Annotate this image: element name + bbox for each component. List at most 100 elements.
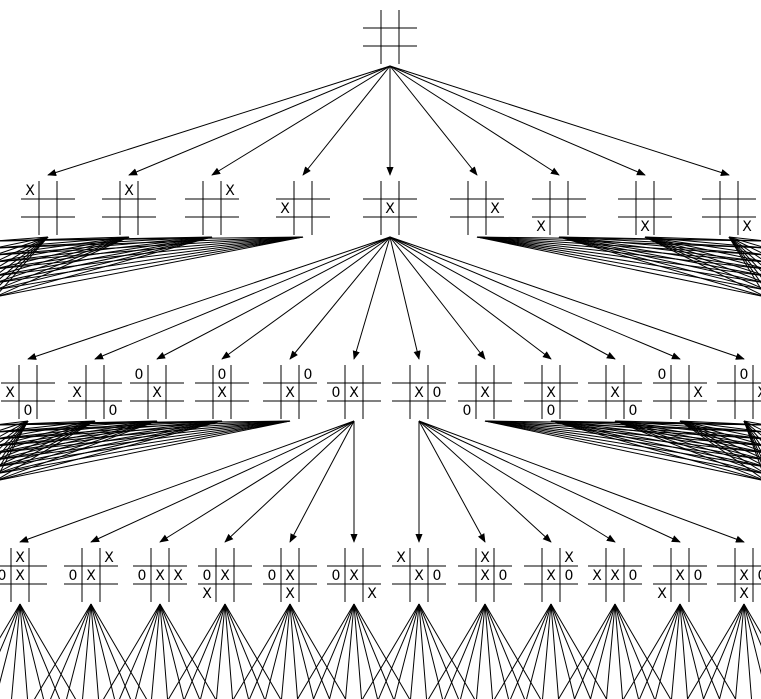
tree-edge-truncated [378,603,420,699]
tree-edge-truncated [0,236,304,290]
tree-edge-truncated [476,236,761,263]
tree-edge-truncated [526,603,552,699]
tree-edge-truncated [728,236,761,266]
tree-edge-truncated [484,420,761,467]
tree-edge-truncated [0,420,29,431]
board-mark: X [25,183,35,199]
tree-edge-truncated [296,603,355,699]
board-mark: X [536,219,546,235]
tree-edge-truncated [0,236,304,276]
tree-edge-truncated [0,603,21,653]
board-L1-5: X [450,181,504,235]
tree-edge-truncated [743,420,761,436]
tree-edge-truncated [679,420,761,479]
tree-edge-truncated [0,420,158,439]
board-mark: X [124,183,134,199]
tree-edge-truncated [728,236,761,278]
tree-edge-truncated [574,603,616,699]
tree-boards: XXXXXXXXXX0X00X0X0X0XX0X0X0X00X0XX0XX0X0… [0,10,761,602]
board-L0-0 [363,10,417,64]
tree-edge-truncated [265,603,291,699]
tree-edge-truncated [329,603,355,699]
board-mark: X [396,550,406,566]
tree-edge-truncated [289,603,315,699]
tree-edge-truncated [484,420,761,460]
board-mark: X [86,568,96,584]
tree-edge-arrow [389,65,730,176]
board-mark: 0 [268,568,277,584]
board-mark: 0 [499,568,508,584]
tree-edge-truncated [0,420,291,453]
board-L1-3: X [276,181,330,235]
tree-edge-arrow [156,236,391,360]
tree-edge-arrow [289,236,391,360]
board-L2-8: X0 [524,365,578,419]
tree-edge-truncated [50,603,92,699]
board-L1-2: X [185,181,239,235]
tree-edge-truncated [493,603,552,699]
tree-edge-truncated [614,420,761,466]
board-L2-9: X0 [588,365,642,419]
tree-edge-truncated [19,603,29,699]
board-mark: X [640,219,650,235]
board-mark: X [173,568,183,584]
tree-edge-truncated [0,236,304,283]
tree-edge-truncated [644,236,761,242]
tree-edge-arrow [389,65,478,176]
board-mark: X [349,385,359,401]
tree-edge-arrow [302,65,391,176]
tree-edge-truncated [0,420,291,460]
board-mark: X [385,201,395,217]
board-mark: X [546,385,556,401]
tree-edge-truncated [0,420,291,426]
board-L2-1: X0 [68,365,122,419]
board-L2-3: 0X [195,365,249,419]
board-mark: 0 [203,568,212,584]
board-mark: X [490,201,500,217]
tree-edge-truncated [0,603,21,684]
tree-edge-truncated [484,420,761,481]
tree-edge-truncated [0,236,304,242]
board-mark: X [480,550,490,566]
tree-edge-truncated [679,603,705,699]
tree-edge-truncated [216,603,226,699]
tree-edge-truncated [484,603,494,699]
board-mark: 0 [547,403,556,419]
board-mark: X [155,568,165,584]
tree-edge-truncated [743,603,761,675]
tree-edge-truncated [102,603,161,699]
board-mark: X [15,568,25,584]
tree-edge-truncated [614,603,656,699]
tree-edge-truncated [0,236,49,273]
board-mark: X [104,550,114,566]
tree-edge-arrow [19,420,355,543]
board-L1-8: X [702,181,756,235]
tree-edge-truncated [644,236,761,296]
tree-edge-truncated [200,603,226,699]
tree-edge-truncated [606,603,616,699]
tree-edge-truncated [0,236,304,269]
board-mark: X [225,183,235,199]
board-mark: X [5,385,15,401]
tree-edge-truncated [728,236,761,241]
tree-edge-arrow [418,420,616,543]
board-mark: X [217,385,227,401]
tree-edge-truncated [614,420,761,439]
board-L1-7: X [618,181,672,235]
tree-edge-truncated [33,603,92,699]
tree-edge-truncated [679,603,689,699]
tree-edge-truncated [0,420,29,455]
board-mark: X [280,201,290,217]
tree-edge-truncated [644,236,761,282]
tree-edge-truncated [0,420,29,443]
tree-edge-truncated [644,236,761,275]
board-L1-6: X [532,181,586,235]
tree-edge-arrow [389,236,681,360]
tree-edge-arrow [94,236,391,360]
tree-edge-truncated [0,420,291,467]
tree-edge-truncated [0,236,49,261]
